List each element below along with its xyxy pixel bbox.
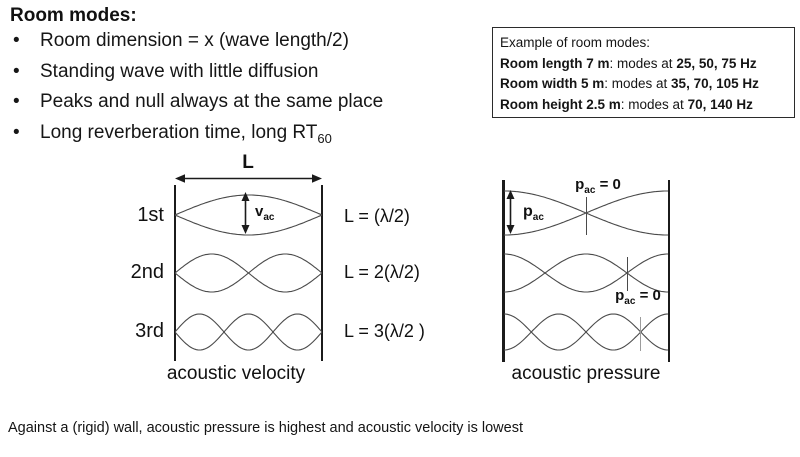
p-rest: = 0 xyxy=(635,287,661,304)
node-tick-mode1 xyxy=(585,197,587,235)
velocity-waves xyxy=(175,194,322,351)
row-label-bold: Room height 2.5 m xyxy=(500,96,621,112)
example-box-row: Room length 7 m: modes at 25, 50, 75 Hz xyxy=(500,54,787,75)
mode-order-label: 2nd xyxy=(130,261,164,283)
example-box: Example of room modes: Room length 7 m: … xyxy=(492,27,795,118)
velocity-amplitude-arrow xyxy=(241,192,250,234)
v-sub: ac xyxy=(263,212,275,223)
length-double-arrow xyxy=(175,174,322,183)
wave-curve xyxy=(175,214,322,236)
row-mid-text: : modes at xyxy=(609,55,677,71)
velocity-amplitude-label: vac xyxy=(255,203,274,223)
pressure-amplitude-label: pac xyxy=(523,203,544,223)
pressure-left-wall xyxy=(502,180,505,362)
wave-curve xyxy=(504,313,668,351)
mode-order-label: 3rd xyxy=(135,320,164,342)
row-mid-text: : modes at xyxy=(604,76,672,91)
bullet-item: Peaks and null always at the same place xyxy=(10,87,383,118)
bullet-text: Peaks and null always at the same place xyxy=(40,91,384,112)
row-mid-text: : modes at xyxy=(620,96,688,112)
row-value-bold: 35, 70, 105 Hz xyxy=(671,76,759,91)
example-box-row: Room width 5 m: modes at 35, 70, 105 Hz xyxy=(500,74,787,95)
bullet-item: Standing wave with little diffusion xyxy=(10,57,383,88)
row-label-bold: Room width 5 m xyxy=(500,76,605,91)
bullet-text: Standing wave with little diffusion xyxy=(40,60,319,82)
pressure-node-label-top: pac = 0 xyxy=(556,176,640,196)
row-value-bold: 25, 50, 75 Hz xyxy=(676,55,757,71)
pressure-right-wall xyxy=(667,180,671,362)
wave-curve xyxy=(504,253,668,293)
footer-note: Against a (rigid) wall, acoustic pressur… xyxy=(8,420,523,436)
row-value-bold: 70, 140 Hz xyxy=(687,96,753,112)
p-sub: ac xyxy=(584,185,596,196)
row-label-bold: Room length 7 m xyxy=(500,55,610,71)
pressure-amplitude-arrow xyxy=(506,190,515,234)
node-tick-mode3 xyxy=(640,317,642,351)
length-label: L xyxy=(242,152,254,173)
example-box-heading: Example of room modes: xyxy=(500,35,651,50)
wave-curve xyxy=(175,253,322,293)
mode-formula: L = 2(λ/2) xyxy=(344,262,420,282)
bullet-text: Long reverberation time, long RT xyxy=(40,121,318,143)
node-tick-mode2 xyxy=(626,257,628,291)
bullet-list: Room dimension = x (wave length/2) Stand… xyxy=(10,26,383,154)
pressure-caption: acoustic pressure xyxy=(511,363,661,384)
wave-curve xyxy=(504,253,668,293)
example-box-row: Room height 2.5 m: modes at 70, 140 Hz xyxy=(500,95,787,116)
mode-formula: L = (λ/2) xyxy=(344,206,410,226)
mode-order-label: 1st xyxy=(137,204,164,226)
bullet-text: Room dimension = x (wave length/2) xyxy=(40,30,349,51)
p-sub: ac xyxy=(624,296,636,307)
p-base: p xyxy=(575,176,585,193)
wave-curve xyxy=(175,194,322,216)
rt60-subscript: 60 xyxy=(317,130,332,146)
p-rest: = 0 xyxy=(595,176,621,193)
wave-curve xyxy=(175,313,322,351)
bullet-item: Long reverberation time, long RT60 xyxy=(10,118,383,154)
p-base: p xyxy=(523,203,533,220)
p-sub: ac xyxy=(532,212,544,224)
p-base: p xyxy=(615,287,625,304)
mode-formula: L = 3(λ/2 ) xyxy=(344,321,425,341)
velocity-caption: acoustic velocity xyxy=(166,363,306,384)
v-base: v xyxy=(255,203,264,220)
wave-curve xyxy=(175,313,322,351)
page-title: Room modes: xyxy=(10,5,137,26)
pressure-node-label-mid: pac = 0 xyxy=(598,287,678,307)
bullet-item: Room dimension = x (wave length/2) xyxy=(10,26,383,57)
